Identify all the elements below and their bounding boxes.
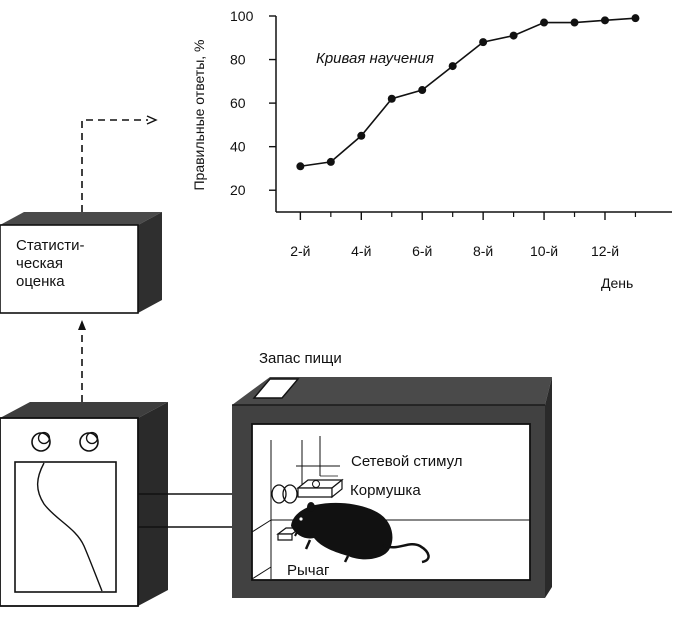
- recorder-device: [0, 402, 168, 607]
- y-tick-label: 60: [230, 95, 246, 111]
- stats-box-label: Статисти- ческая оценка: [16, 237, 89, 290]
- data-point: [509, 31, 518, 40]
- signal-path-to-stats: [78, 320, 86, 402]
- data-point: [357, 131, 366, 140]
- data-point: [387, 94, 396, 103]
- signal-path-to-chart: [81, 115, 158, 212]
- statistics-box: Статисти- ческая оценка: [0, 212, 162, 314]
- food-supply-slot: [252, 378, 300, 399]
- data-point: [326, 157, 335, 166]
- data-point: [540, 18, 549, 27]
- x-tick-label: 6-й: [412, 243, 432, 259]
- x-tick-label: 2-й: [290, 243, 310, 259]
- y-axis-ticks: 20 40 60 80 100: [230, 8, 276, 198]
- data-point: [570, 18, 579, 27]
- recorder-trace: [36, 462, 103, 592]
- light-bulbs-icon: [271, 484, 298, 504]
- rat-icon: [291, 502, 430, 564]
- learning-curve-chart: 20 40 60 80 100 2-й 4-й 6-й 8-й 10-й 12-й Кривая …: [191, 8, 672, 291]
- recorder-knob-icon: [31, 431, 51, 452]
- x-axis-label: День: [601, 275, 633, 291]
- y-tick-label: 100: [230, 8, 254, 24]
- y-tick-label: 40: [230, 139, 246, 155]
- recorder-paper: [14, 461, 117, 593]
- x-tick-label: 8-й: [473, 243, 493, 259]
- series-line: [300, 17, 636, 168]
- data-point: [418, 86, 427, 95]
- y-tick-label: 80: [230, 52, 246, 68]
- recorder-knob-icon: [79, 431, 99, 452]
- food-supply-label: Запас пищи: [259, 350, 342, 367]
- grid-stimulus-label: Сетевой стимул: [351, 453, 463, 470]
- x-axis-ticks: 2-й 4-й 6-й 8-й 10-й 12-й: [290, 212, 637, 259]
- x-tick-label: 10-й: [530, 243, 558, 259]
- x-tick-label: 4-й: [351, 243, 371, 259]
- data-point: [600, 16, 609, 25]
- skinner-box: Запас пищи: [232, 350, 552, 598]
- data-point: [296, 162, 305, 171]
- series-points: [296, 14, 640, 171]
- lever-label: Рычаг: [287, 562, 330, 579]
- chart-title: Кривая научения: [316, 50, 434, 67]
- arrow-head-icon: [146, 115, 158, 125]
- data-point: [448, 62, 457, 71]
- y-tick-label: 20: [230, 182, 246, 198]
- x-tick-label: 12-й: [591, 243, 619, 259]
- feeder-label: Кормушка: [350, 482, 421, 499]
- feeder-icon: [296, 478, 344, 499]
- data-point: [479, 38, 488, 47]
- y-axis-label: Правильные ответы, %: [191, 39, 207, 190]
- box-interior: [251, 423, 531, 581]
- arrow-head-icon: [78, 320, 86, 330]
- data-point: [631, 14, 640, 23]
